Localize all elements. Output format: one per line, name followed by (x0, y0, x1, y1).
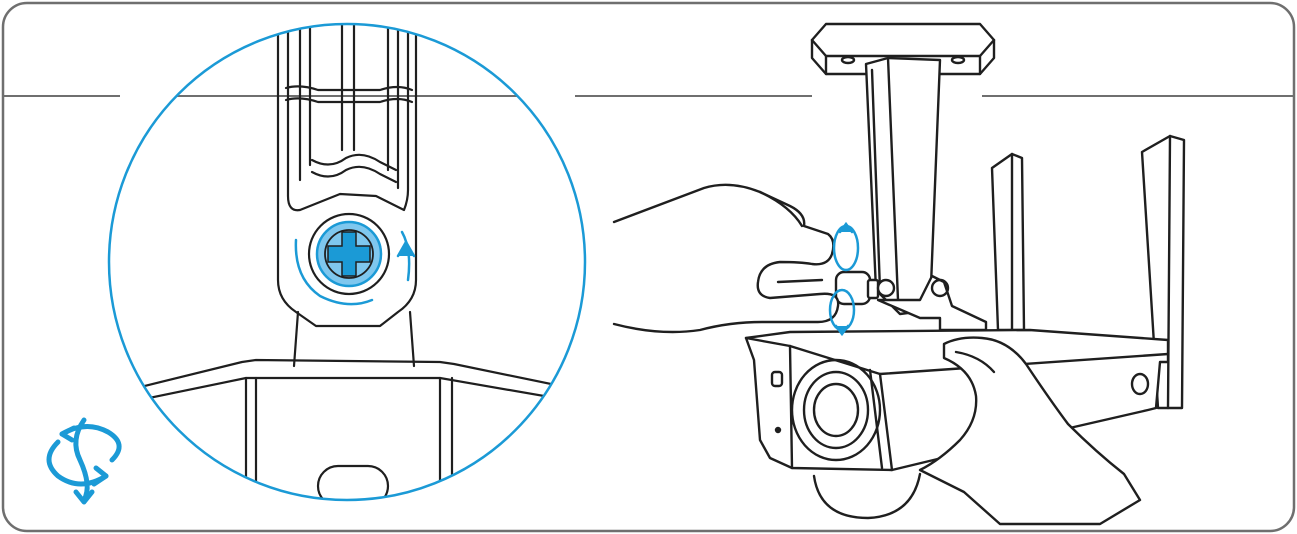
rotation-indicator (828, 221, 860, 337)
rotate-360-icon (46, 417, 122, 505)
camera-dome (812, 472, 922, 520)
camera-lens (790, 358, 882, 462)
phillips-screw-icon (307, 212, 391, 296)
bracket-arm (276, 24, 418, 328)
rotate-arrows-icon (294, 230, 416, 306)
dual-lens-security-camera (744, 22, 1186, 520)
right-hand (918, 336, 1142, 526)
two-hands-adjusting-screw (612, 183, 1142, 526)
ceiling-mount-bracket (810, 22, 996, 332)
antenna-left (990, 152, 1026, 332)
inset-border (107, 22, 587, 502)
inset-camera-slot (316, 464, 390, 500)
left-hand (612, 183, 840, 334)
zoomed-bracket-detail (107, 22, 587, 502)
inset-content (109, 24, 585, 500)
